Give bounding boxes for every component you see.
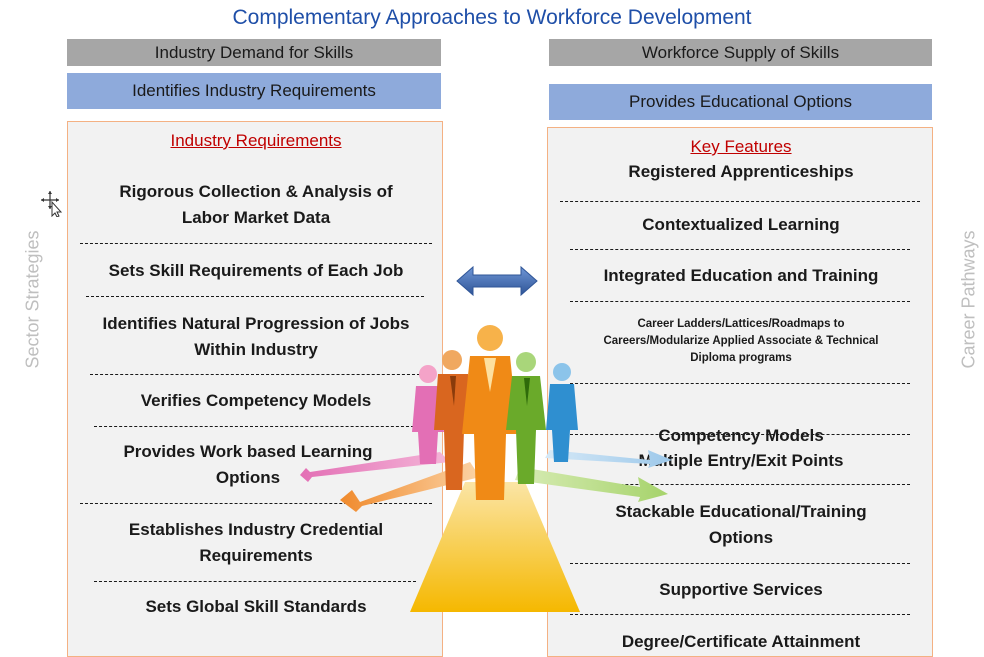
left-item-text: Provides Work based Learning Options bbox=[123, 442, 373, 487]
right-item-4: Career Ladders/Lattices/Roadmaps to Care… bbox=[548, 316, 934, 367]
divider bbox=[560, 201, 920, 202]
divider bbox=[80, 243, 432, 244]
right-item-5: Competency Models bbox=[658, 426, 824, 445]
left-item-5: Provides Work based Learning Options bbox=[68, 439, 428, 491]
left-panel: Industry Requirements Rigorous Collectio… bbox=[67, 121, 443, 657]
left-item-4: Verifies Competency Models bbox=[140, 391, 372, 410]
divider bbox=[570, 249, 910, 250]
side-label-left: Sector Strategies bbox=[22, 230, 43, 369]
double-arrow-icon bbox=[456, 265, 538, 297]
divider bbox=[86, 296, 424, 297]
right-item-3: Integrated Education and Training bbox=[603, 266, 879, 285]
divider bbox=[90, 374, 420, 375]
divider bbox=[570, 383, 910, 384]
left-item-3: Identifies Natural Progression of Jobs W… bbox=[68, 311, 444, 363]
left-item-1: Rigorous Collection & Analysis of Labor … bbox=[68, 179, 444, 231]
left-item-7: Sets Global Skill Standards bbox=[145, 597, 367, 616]
right-item-7: Stackable Educational/Training Options bbox=[548, 499, 934, 551]
left-item-text: Identifies Natural Progression of Jobs W… bbox=[102, 314, 410, 359]
right-item-9: Degree/Certificate Attainment bbox=[621, 632, 861, 651]
left-item-text: Establishes Industry Credential Requirem… bbox=[128, 520, 384, 565]
divider bbox=[80, 503, 432, 504]
right-item-text: Career Ladders/Lattices/Roadmaps to Care… bbox=[603, 318, 879, 364]
right-panel: Key Features Registered Apprenticeships … bbox=[547, 127, 933, 657]
page-title: Complementary Approaches to Workforce De… bbox=[232, 6, 752, 29]
divider bbox=[94, 581, 416, 582]
side-label-right: Career Pathways bbox=[958, 230, 979, 369]
left-panel-heading: Industry Requirements bbox=[170, 131, 342, 150]
divider bbox=[94, 426, 414, 427]
left-item-text: Rigorous Collection & Analysis of Labor … bbox=[119, 182, 393, 227]
divider bbox=[570, 614, 910, 615]
cursor-icon bbox=[41, 191, 63, 222]
divider bbox=[570, 563, 910, 564]
right-top-band: Workforce Supply of Skills bbox=[549, 39, 932, 66]
left-top-band: Industry Demand for Skills bbox=[67, 39, 441, 66]
right-blue-band: Provides Educational Options bbox=[549, 84, 932, 120]
right-item-1: Registered Apprenticeships bbox=[628, 162, 854, 181]
people-group-illustration bbox=[300, 325, 672, 612]
right-item-text: Stackable Educational/Training Options bbox=[615, 502, 867, 547]
right-item-8: Supportive Services bbox=[659, 580, 823, 599]
left-blue-band: Identifies Industry Requirements bbox=[67, 73, 441, 109]
right-item-2: Contextualized Learning bbox=[642, 215, 840, 234]
right-item-6: Multiple Entry/Exit Points bbox=[638, 451, 844, 470]
right-panel-heading: Key Features bbox=[690, 137, 792, 156]
left-item-6: Establishes Industry Credential Requirem… bbox=[68, 517, 444, 569]
divider bbox=[570, 301, 910, 302]
divider bbox=[570, 434, 910, 435]
left-item-2: Sets Skill Requirements of Each Job bbox=[108, 261, 404, 280]
divider bbox=[570, 484, 910, 485]
